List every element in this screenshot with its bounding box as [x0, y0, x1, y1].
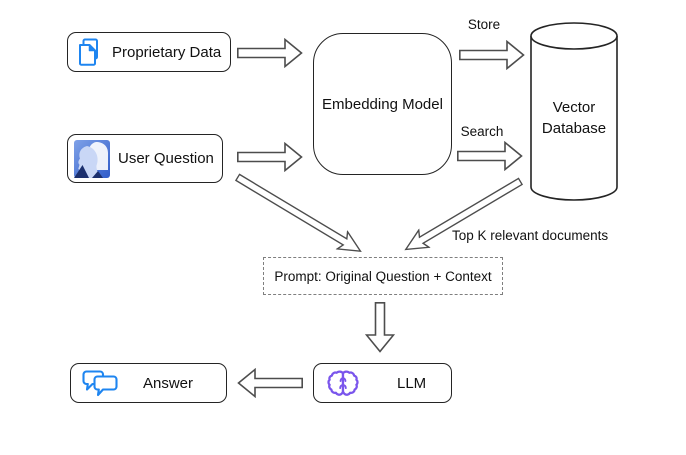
node-embedding-model: Embedding Model — [313, 33, 452, 175]
node-label: User Question — [118, 150, 214, 167]
node-label: Prompt: Original Question + Context — [274, 268, 492, 284]
brain-icon — [327, 369, 359, 398]
users-icon — [72, 138, 112, 180]
arrow-llm-to-answer — [237, 368, 303, 398]
node-label: Proprietary Data — [112, 43, 222, 61]
arrow-prompt-to-llm — [365, 302, 395, 353]
database-cylinder-icon — [530, 22, 618, 201]
edge-label-store: Store — [467, 17, 501, 32]
arrow-user-question-to-prompt — [231, 168, 367, 262]
node-user-question: User Question — [67, 134, 223, 183]
chat-bubbles-icon — [82, 369, 118, 397]
node-prompt: Prompt: Original Question + Context — [263, 257, 503, 295]
node-llm: LLM — [313, 363, 452, 403]
edge-label-search: Search — [460, 124, 504, 139]
arrow-embedding-to-vectordb-store — [459, 40, 525, 70]
node-vector-database — [529, 21, 619, 207]
node-label: Vector Database — [541, 99, 607, 137]
arrow-vectordb-to-prompt — [398, 172, 526, 260]
node-proprietary-data: Proprietary Data — [67, 32, 231, 72]
node-label: Answer — [143, 374, 194, 392]
documents-copy-icon — [77, 38, 100, 66]
node-label: LLM — [397, 374, 427, 392]
node-label: Embedding Model — [322, 95, 443, 113]
edge-label-top-k: Top K relevant documents — [452, 228, 609, 243]
node-answer: Answer — [70, 363, 227, 403]
arrow-user-question-to-embedding — [237, 142, 303, 172]
arrow-proprietary-to-embedding — [237, 38, 303, 68]
arrow-embedding-to-vectordb-search — [457, 141, 523, 171]
